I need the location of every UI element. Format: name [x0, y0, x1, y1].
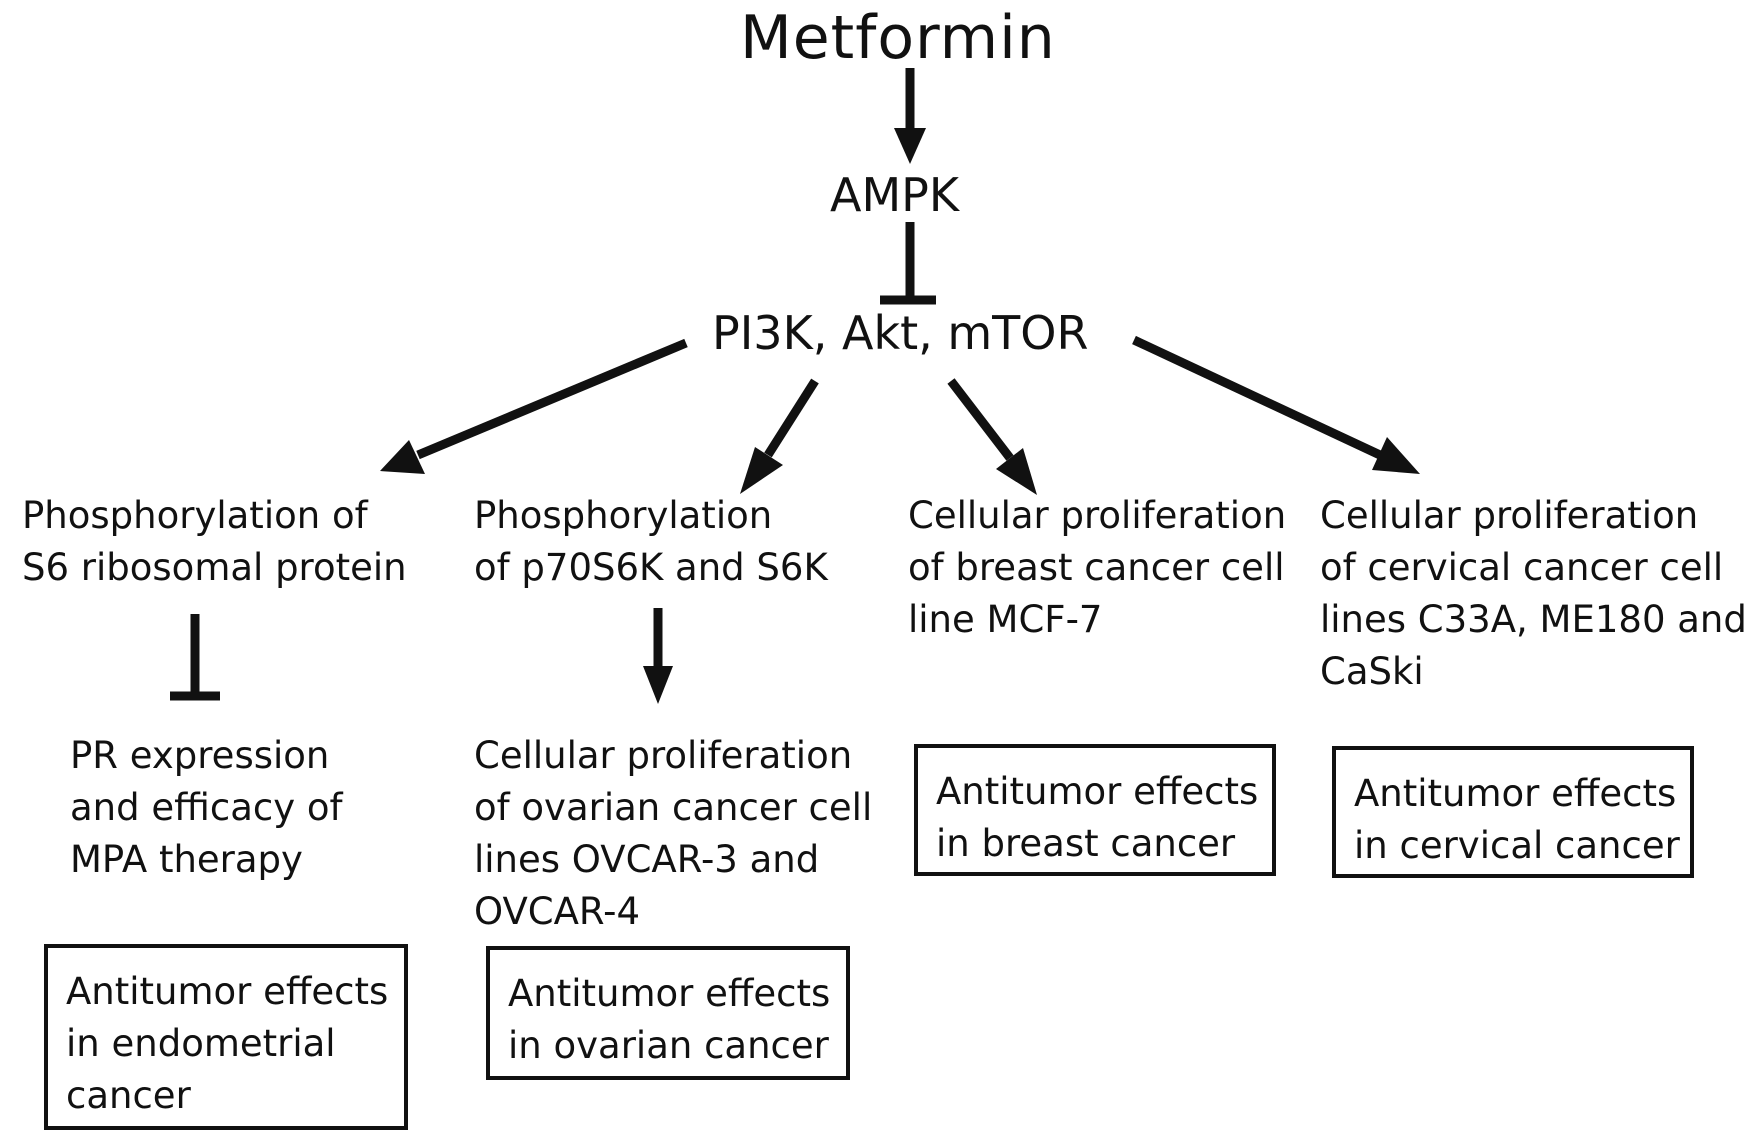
- node-line: S6 ribosomal protein: [22, 546, 407, 589]
- cervical-proliferation-node: Cellular proliferation of cervical cance…: [1320, 490, 1747, 698]
- arrow-pi3k-to-cervical-proliferation: [1132, 335, 1420, 474]
- breast-outcome-box: Antitumor effects in breast cancer: [914, 744, 1276, 876]
- inhibition-s6-to-pr-expression: [170, 614, 220, 701]
- box-line: Antitumor effects: [1354, 772, 1677, 815]
- metformin-node: Metformin: [740, 3, 1056, 73]
- p70s6k-phosphorylation-node: Phosphorylation of p70S6K and S6K: [474, 490, 828, 594]
- box-line: Antitumor effects: [936, 770, 1259, 813]
- node-line: of ovarian cancer cell: [474, 786, 873, 829]
- arrow-pi3k-to-p70s6k-phosphorylation: [740, 378, 819, 494]
- arrow-p70s6k-to-ovarian-proliferation: [643, 608, 673, 704]
- pr-expression-node: PR expression and efficacy of MPA therap…: [70, 730, 343, 886]
- box-line: Antitumor effects: [66, 970, 389, 1013]
- s6-phosphorylation-node: Phosphorylation of S6 ribosomal protein: [22, 490, 407, 594]
- node-line: CaSki: [1320, 650, 1424, 693]
- node-line: Cellular proliferation: [474, 734, 853, 777]
- node-line: lines OVCAR-3 and: [474, 838, 820, 881]
- node-line: of p70S6K and S6K: [474, 546, 828, 589]
- node-line: OVCAR-4: [474, 890, 641, 933]
- arrow-metformin-to-ampk: [894, 68, 926, 164]
- ampk-node: AMPK: [830, 168, 960, 222]
- node-line: Cellular proliferation: [908, 494, 1287, 537]
- node-line: PR expression: [70, 734, 330, 777]
- box-line: Antitumor effects: [508, 972, 831, 1015]
- arrow-pi3k-to-s6-phosphorylation: [380, 338, 688, 474]
- node-line: of cervical cancer cell: [1320, 546, 1724, 589]
- box-line: in endometrial: [66, 1022, 336, 1065]
- ovarian-proliferation-node: Cellular proliferation of ovarian cancer…: [474, 730, 872, 938]
- node-line: lines C33A, ME180 and: [1320, 598, 1747, 641]
- box-line: in cervical cancer: [1354, 824, 1680, 867]
- node-line: Phosphorylation of: [22, 494, 368, 537]
- node-line: and efficacy of: [70, 786, 343, 829]
- node-line: Phosphorylation: [474, 494, 773, 537]
- node-line: MPA therapy: [70, 838, 303, 881]
- cervical-outcome-box: Antitumor effects in cervical cancer: [1332, 746, 1694, 878]
- breast-proliferation-node: Cellular proliferation of breast cancer …: [908, 490, 1286, 646]
- node-line: line MCF-7: [908, 598, 1103, 641]
- box-line: in breast cancer: [936, 822, 1236, 865]
- pi3k-akt-mtor-node: PI3K, Akt, mTOR: [712, 306, 1089, 360]
- arrow-pi3k-to-breast-proliferation: [947, 378, 1037, 495]
- endometrial-outcome-box: Antitumor effects in endometrial cancer: [44, 944, 408, 1130]
- node-line: Cellular proliferation: [1320, 494, 1699, 537]
- box-line: in ovarian cancer: [508, 1024, 829, 1067]
- node-line: of breast cancer cell: [908, 546, 1285, 589]
- ovarian-outcome-box: Antitumor effects in ovarian cancer: [486, 946, 850, 1080]
- inhibition-ampk-to-pi3k: [880, 222, 936, 305]
- box-line: cancer: [66, 1074, 191, 1117]
